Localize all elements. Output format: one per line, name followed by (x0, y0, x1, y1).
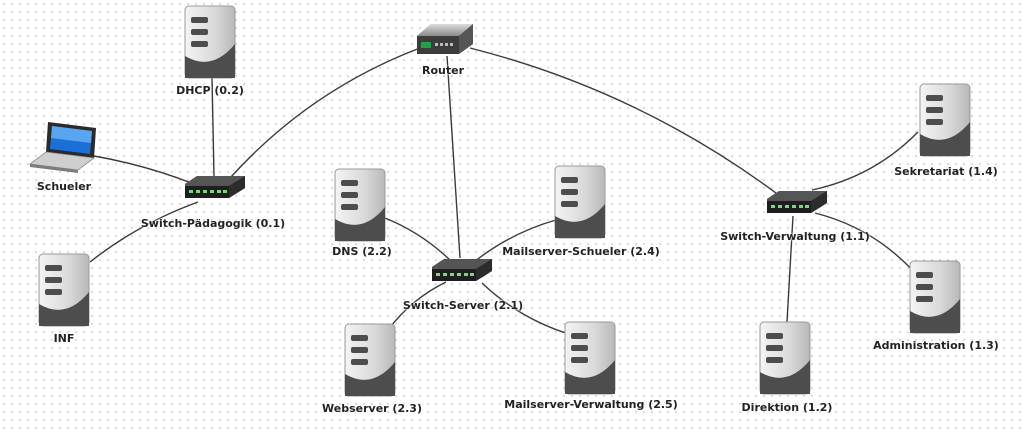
icons-layer (29, 5, 971, 397)
link-sekretariat-to-switch-verwaltung (811, 131, 919, 191)
node-label-switch-server: Switch-Server (2.1) (402, 299, 524, 312)
node-label-webserver: Webserver (2.3) (322, 402, 422, 415)
switch-icon[interactable] (432, 259, 492, 281)
link-direktion-to-switch-verwaltung (786, 215, 794, 323)
link-router-to-switch-verwaltung (469, 47, 781, 197)
server-icon[interactable] (334, 168, 386, 242)
link-schueler-to-switch-paedagogik (93, 155, 195, 185)
node-label-direktion: Direktion (1.2) (741, 401, 833, 414)
link-mail-schueler-to-switch-server (473, 219, 557, 263)
server-icon[interactable] (184, 5, 236, 79)
link-inf-to-switch-paedagogik (89, 201, 199, 263)
server-icon[interactable] (344, 323, 396, 397)
server-icon[interactable] (554, 165, 606, 239)
link-router-to-switch-paedagogik (229, 47, 421, 179)
switch-icon[interactable] (767, 191, 827, 213)
switch-icon[interactable] (185, 176, 245, 198)
link-mail-verwaltung-to-switch-server (481, 282, 573, 336)
link-dhcp-to-switch-paedagogik (211, 77, 215, 177)
node-label-mail-verwaltung: Mailserver-Verwaltung (2.5) (504, 398, 678, 411)
node-label-router: Router (421, 64, 465, 77)
server-icon[interactable] (38, 253, 90, 327)
node-label-inf: INF (53, 332, 75, 345)
link-administration-to-switch-verwaltung (814, 212, 916, 274)
node-label-administration: Administration (1.3) (873, 339, 999, 352)
node-label-mail-schueler: Mailserver-Schueler (2.4) (502, 245, 660, 258)
node-label-switch-verwaltung: Switch-Verwaltung (1.1) (720, 230, 870, 243)
node-label-sekretariat: Sekretariat (1.4) (894, 165, 998, 178)
server-icon[interactable] (564, 321, 616, 395)
router-icon[interactable] (417, 24, 473, 54)
laptop-icon[interactable] (29, 121, 97, 174)
node-label-schueler: Schueler (36, 180, 92, 193)
server-icon[interactable] (919, 83, 971, 157)
server-icon[interactable] (909, 260, 961, 334)
node-label-dns: DNS (2.2) (332, 245, 392, 258)
link-dns-to-switch-server (384, 217, 453, 263)
server-icon[interactable] (759, 321, 811, 395)
node-label-switch-paedagogik: Switch-Pädagogik (0.1) (140, 217, 286, 230)
link-router-to-switch-server (446, 55, 461, 259)
links-layer (89, 47, 919, 336)
node-label-dhcp: DHCP (0.2) (176, 84, 244, 97)
